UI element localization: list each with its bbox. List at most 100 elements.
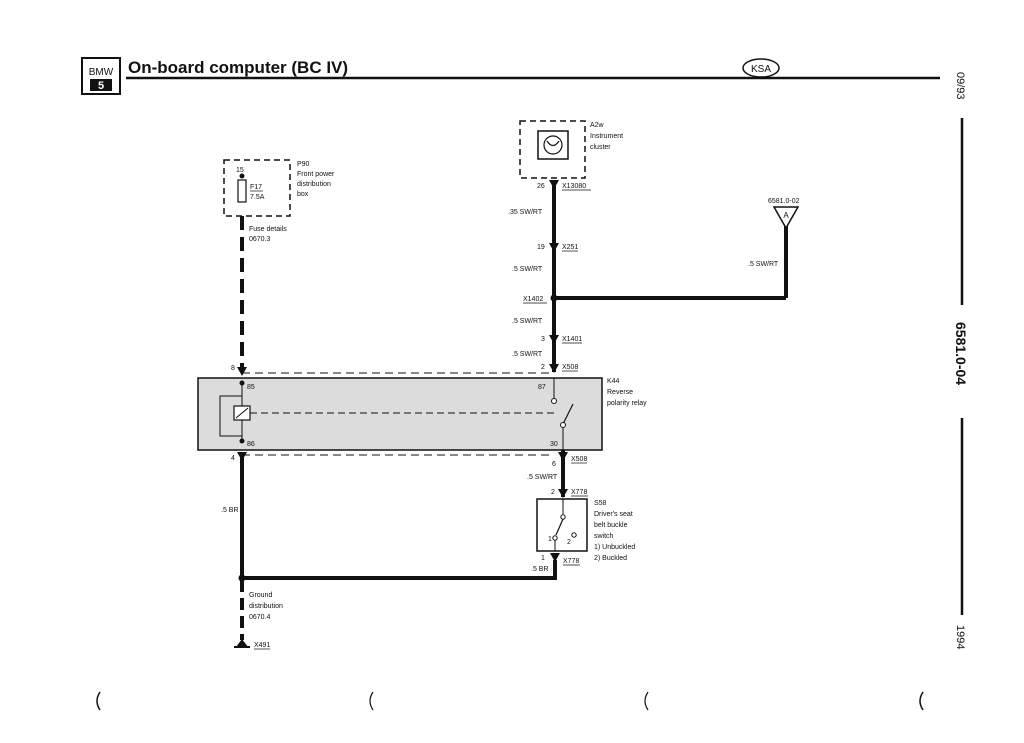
seat-switch-name-3: switch	[594, 533, 614, 540]
fuse-symbol	[237, 179, 247, 203]
seat-switch-arm	[555, 518, 564, 536]
seat-switch-s58: 1 2 S58 Driver's seat belt buckle switch…	[536, 498, 635, 562]
relay-pin85: 85	[247, 384, 255, 391]
wire-label-2: .5 SW/RT	[512, 266, 543, 273]
fuse-box-name-1: Front power	[297, 171, 335, 178]
seat-switch-name-1: Driver's seat	[594, 511, 633, 518]
seat-switch-pivot	[560, 514, 566, 520]
binder-mark-4	[919, 691, 924, 711]
relay-contact30	[560, 422, 566, 428]
binder-mark-2	[369, 691, 374, 711]
x1401-arrow	[549, 335, 559, 344]
relay-name-1: Reverse	[607, 389, 633, 396]
wire-label-5: .5 SW/RT	[527, 474, 558, 481]
series-badge-bg	[90, 79, 112, 91]
fuse-box-name-3: box	[297, 191, 309, 198]
fuse-box-outline	[223, 159, 291, 217]
x778-top-pin: 2	[551, 489, 555, 496]
arrow-relay-top-left	[237, 367, 247, 376]
fuse-pin-label: 15	[236, 167, 244, 174]
cluster-connector: X13080	[562, 183, 586, 190]
x778-bot-pin: 1	[541, 555, 545, 562]
reference-wire: .5 SW/RT	[748, 261, 779, 268]
wire-label-1: .35 SW/RT	[508, 209, 543, 216]
ksa-badge-text: KSA	[751, 64, 771, 75]
x778-bot-label: X778	[563, 558, 579, 565]
fuse-details-ref: 0670.3	[249, 236, 271, 243]
seat-switch-contact1	[552, 535, 558, 541]
relay-left-top-pin: 8	[231, 365, 235, 372]
instrument-cluster-a2w: A2w Instrument cluster 26 X13080	[519, 120, 623, 191]
reference-letter: A	[783, 211, 789, 220]
fuse-box-p90: 15 F17 7.5A P90 Front power distribution…	[223, 159, 335, 243]
relay-coil-slash	[235, 407, 249, 419]
seatbelt-warning-icon-detail	[546, 140, 560, 147]
reference-triangle	[772, 206, 800, 230]
seat-switch-state-2: 2) Buckled	[594, 555, 627, 562]
bmw-logo-text: BMW	[89, 67, 114, 78]
relay-pin87: 87	[538, 384, 546, 391]
relay-pin86-dot	[239, 438, 245, 444]
seat-switch-housing	[536, 498, 588, 552]
cluster-name-2: cluster	[590, 144, 611, 151]
seat-switch-code: S58	[594, 500, 607, 507]
relay-k44: 85 86 87 30 K44 Reverse polarity relay	[197, 377, 647, 451]
x1401-label: X1401	[562, 336, 582, 343]
relay-switch-arm	[562, 403, 574, 425]
fuse-id: F17	[250, 184, 262, 191]
wire-label-4: .5 SW/RT	[512, 351, 543, 358]
fuse-details-label: Fuse details	[249, 226, 287, 233]
cluster-name-1: Instrument	[590, 133, 623, 140]
fuse-pin-dot	[239, 173, 245, 179]
sidebar-year: 1994	[954, 625, 966, 649]
seatbelt-warning-icon	[543, 135, 563, 155]
seat-switch-contact2-label: 2	[567, 539, 571, 546]
series-number: 5	[98, 80, 104, 92]
x251-label: X251	[562, 244, 578, 251]
seat-switch-state-1: 1) Unbuckled	[594, 544, 635, 551]
x508-bot-label: X508	[571, 456, 587, 463]
sidebar: 09/93 6581.0-04 1994	[953, 72, 969, 649]
cluster-code: A2w	[590, 122, 605, 129]
binder-mark-3	[644, 691, 649, 711]
fuse-box-code: P90	[297, 161, 310, 168]
seat-switch-contact2	[571, 532, 577, 538]
x508-top-arrow	[549, 364, 559, 373]
seat-switch-contact1-label: 1	[548, 536, 552, 543]
ground-splice-dot	[238, 574, 246, 582]
x508-bot-arrow	[558, 452, 568, 461]
ground-symbol-icon	[236, 639, 248, 647]
ground-label-2: distribution	[249, 603, 283, 610]
relay-housing	[197, 377, 603, 451]
x251-arrow	[549, 243, 559, 252]
x1401-pin: 3	[541, 336, 545, 343]
reference-a: 6581.0-02 A .5 SW/RT	[748, 198, 800, 268]
x778-bot-arrow	[550, 553, 560, 562]
sidebar-date: 09/93	[954, 72, 966, 100]
x508-top-label: X508	[562, 364, 578, 371]
page-title: On-board computer (BC IV)	[128, 58, 348, 77]
cluster-outline	[519, 120, 586, 179]
x251-pin: 19	[537, 244, 545, 251]
x778-top-label: X778	[571, 489, 587, 496]
relay-pin86: 86	[247, 441, 255, 448]
wire-label-3: .5 SW/RT	[512, 318, 543, 325]
relay-contact87	[551, 398, 557, 404]
relay-pin30: 30	[550, 441, 558, 448]
ground-label-1: Ground	[249, 592, 272, 599]
seat-switch-name-2: belt buckle	[594, 522, 628, 529]
relay-left-bot-pin: 4	[231, 455, 235, 462]
binder-mark-1	[96, 691, 101, 711]
sidebar-doc-number: 6581.0-04	[953, 322, 969, 385]
relay-name-2: polarity relay	[607, 400, 647, 407]
wire-label-br2: .5 BR	[531, 566, 549, 573]
x508-top-pin: 2	[541, 364, 545, 371]
header: BMW 5 On-board computer (BC IV) KSA	[81, 57, 940, 95]
reference-id: 6581.0-02	[768, 198, 800, 205]
x778-top-arrow	[558, 489, 568, 498]
relay-code: K44	[607, 378, 620, 385]
ksa-badge	[742, 58, 780, 78]
fuse-box-name-2: distribution	[297, 181, 331, 188]
